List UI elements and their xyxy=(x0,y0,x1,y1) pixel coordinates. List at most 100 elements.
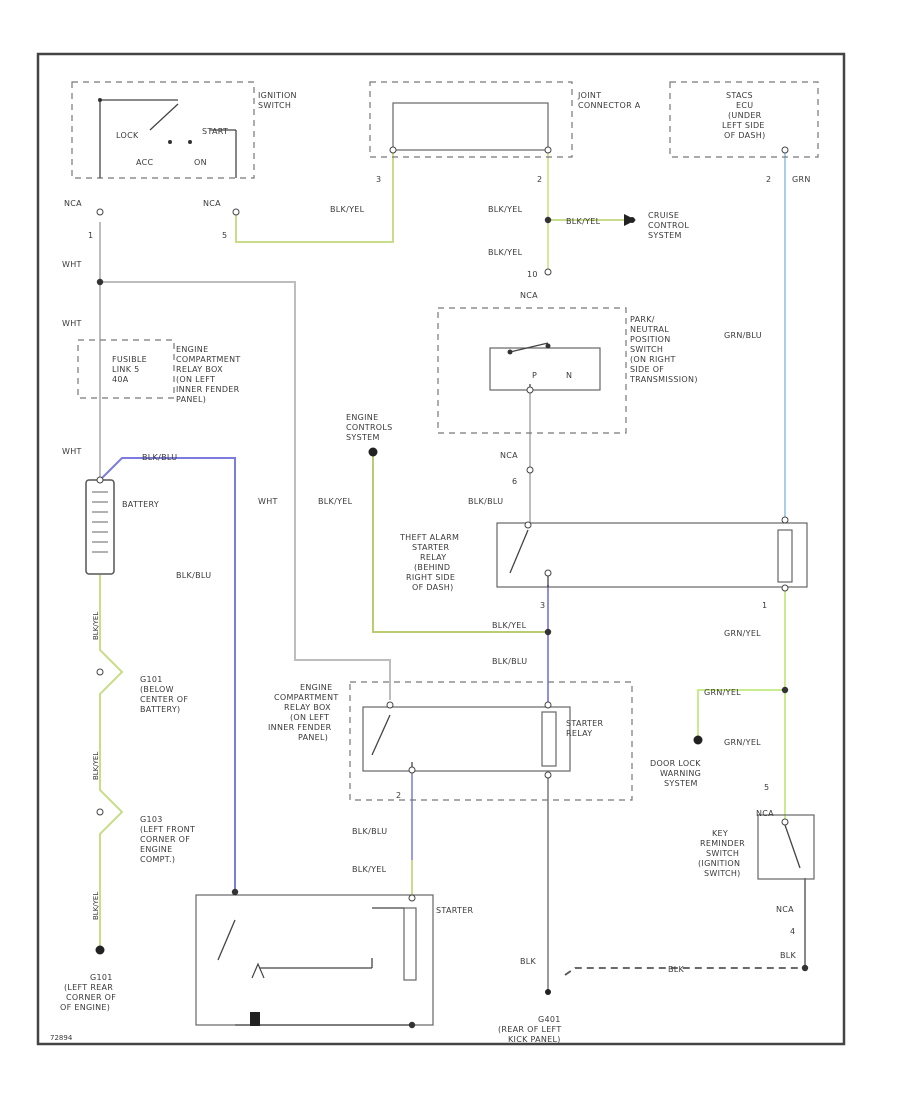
wire-blk-yel-engctrl xyxy=(372,455,548,633)
relay-box-1-label-1: ENGINE xyxy=(176,345,208,354)
key-reminder-label-1: KEY xyxy=(712,829,728,838)
wht-label-4: WHT xyxy=(258,497,278,506)
cruise-label-3: SYSTEM xyxy=(648,231,682,240)
relay-box-2-label-2: COMPARTMENT xyxy=(274,693,339,702)
theft-relay-label-2: STARTER xyxy=(412,543,450,552)
key-reminder-box xyxy=(757,814,815,880)
relay-box-2-label-3: RELAY BOX xyxy=(284,703,331,712)
cruise-label-2: CONTROL xyxy=(648,221,689,230)
pin-2a-label: 2 xyxy=(537,175,542,184)
starter-relay-coil xyxy=(541,711,557,767)
theft-relay-label-1: THEFT ALARM xyxy=(399,533,459,542)
starter-relay-label-1: STARTER xyxy=(566,719,604,728)
g101-label-1: G101 xyxy=(140,675,163,684)
blk-yel-tag-label: BLK/YEL xyxy=(566,217,601,226)
grn-yel-label-3: GRN/YEL xyxy=(724,738,761,747)
wire-blk-dashed xyxy=(564,967,805,976)
wire-blk-blu-battery xyxy=(99,457,236,892)
theft-relay-coil xyxy=(777,529,793,583)
blk-blu-label-3: BLK/BLU xyxy=(492,657,527,666)
wire-blk-yel-ign xyxy=(235,150,394,243)
diagram-id-label: 72894 xyxy=(50,1034,73,1042)
pn-switch-symbol xyxy=(509,342,549,390)
starter-switch xyxy=(217,907,410,1026)
nca-label-2: NCA xyxy=(203,199,221,208)
fusible-label-2: LINK 5 xyxy=(112,365,139,374)
nca-label-1: NCA xyxy=(64,199,82,208)
grn-blu-label: GRN/BLU xyxy=(724,331,762,340)
stacs-box xyxy=(669,81,819,158)
park-neutral-box xyxy=(437,307,627,434)
grn-yel-label-1: GRN/YEL xyxy=(724,629,761,638)
theft-relay-switch xyxy=(509,529,549,587)
engine-controls-label-3: SYSTEM xyxy=(346,433,380,442)
relay-box-2-label-4: (ON LEFT xyxy=(290,713,329,722)
pin-5-label: 5 xyxy=(222,231,227,240)
pin-3b-label: 3 xyxy=(540,601,545,610)
key-reminder-switch xyxy=(784,824,801,869)
theft-relay-box xyxy=(496,522,808,588)
stacs-label-4: LEFT SIDE xyxy=(722,121,765,130)
pin-2c-label: 2 xyxy=(396,791,401,800)
blk-yel-vertical-3: BLK/YEL xyxy=(92,892,100,920)
g101b-label-2: (LEFT REAR xyxy=(64,983,113,992)
start-label: START xyxy=(202,127,228,136)
engine-relay-switch xyxy=(371,714,413,770)
blk-yel-vertical-2: BLK/YEL xyxy=(92,752,100,780)
acc-label: ACC xyxy=(136,158,154,167)
vertical-labels: BLK/YEL BLK/YEL BLK/YEL xyxy=(92,612,100,920)
blk-yel-label-6: BLK/YEL xyxy=(352,865,387,874)
blk-label-1: BLK xyxy=(520,957,537,966)
battery-icon xyxy=(85,479,115,575)
starter-motor-icon xyxy=(251,962,265,979)
g401-label-3: KICK PANEL) xyxy=(508,1035,561,1044)
nca-label-4: NCA xyxy=(500,451,518,460)
stacs-label-2: ECU xyxy=(736,101,753,110)
fusible-link-box xyxy=(77,339,175,399)
ignition-switch-label-1: IGNITION xyxy=(258,91,297,100)
relay-box-1-label-3: RELAY BOX xyxy=(176,365,223,374)
ground-symbols xyxy=(95,217,703,1026)
ignition-switch-box xyxy=(71,81,255,179)
label-group: IGNITION SWITCH LOCK START ACC ON JOINT … xyxy=(50,91,811,1044)
wire-grn-yel-doorlock xyxy=(697,689,785,738)
engine-controls-label-2: CONTROLS xyxy=(346,423,393,432)
g101b-label-4: OF ENGINE) xyxy=(60,1003,110,1012)
relay-box-1-label-6: PANEL) xyxy=(176,395,206,404)
fusible-label-1: FUSIBLE xyxy=(112,355,147,364)
relay-box-2-label-6: PANEL) xyxy=(298,733,328,742)
engine-controls-label-1: ENGINE xyxy=(346,413,378,422)
pn-label-5: (ON RIGHT xyxy=(630,355,676,364)
stacs-label-1: STACS xyxy=(726,91,753,100)
blk-blu-label-4: BLK/BLU xyxy=(352,827,387,836)
joint-connector-box xyxy=(369,81,573,158)
wht-label-3: WHT xyxy=(62,447,82,456)
blk-blu-tag-label: BLK/BLU xyxy=(142,453,177,462)
connection-dots xyxy=(96,98,809,1029)
nca-label-5: NCA xyxy=(756,809,774,818)
starter-label: STARTER xyxy=(436,906,474,915)
theft-relay-label-5: RIGHT SIDE xyxy=(406,573,455,582)
engine-relay-box xyxy=(349,681,633,801)
starter-relay-label-2: RELAY xyxy=(566,729,593,738)
wire-blk-yel-ground xyxy=(99,575,124,950)
theft-relay-label-3: RELAY xyxy=(420,553,447,562)
pn-label-1: PARK/ xyxy=(630,315,655,324)
g103-label-2: (LEFT FRONT xyxy=(140,825,195,834)
wire-wht-gray xyxy=(100,281,391,700)
g103-label-5: COMPT.) xyxy=(140,855,175,864)
blk-yel-label-4: BLK/YEL xyxy=(318,497,353,506)
diagram-frame xyxy=(36,52,846,1046)
wht-label-2: WHT xyxy=(62,319,82,328)
blk-blu-label-2: BLK/BLU xyxy=(176,571,211,580)
blk-yel-label-1: BLK/YEL xyxy=(330,205,365,214)
pn-label-3: POSITION xyxy=(630,335,671,344)
stacs-label-5: OF DASH) xyxy=(724,131,766,140)
battery-label: BATTERY xyxy=(122,500,159,509)
door-lock-label-2: WARNING xyxy=(660,769,701,778)
theft-relay-label-6: OF DASH) xyxy=(412,583,454,592)
grn-label: GRN xyxy=(792,175,811,184)
g103-label-1: G103 xyxy=(140,815,163,824)
